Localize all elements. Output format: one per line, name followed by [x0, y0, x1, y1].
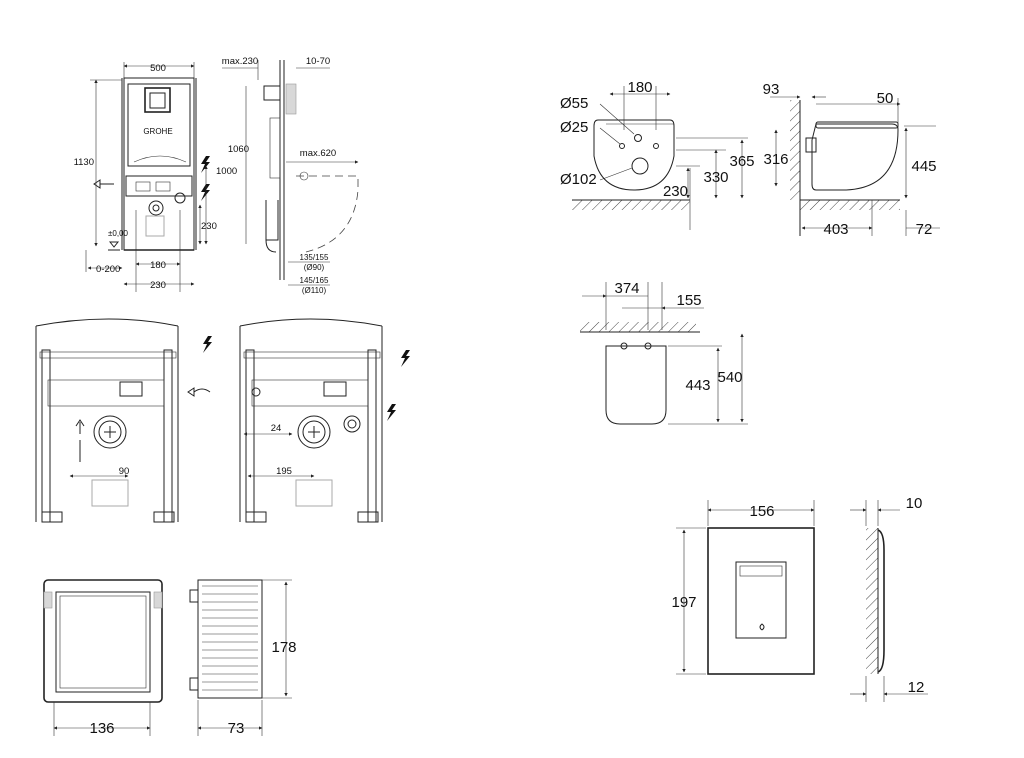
dim-wc-h-330: 330	[703, 169, 728, 186]
water-inlet-icon	[187, 387, 211, 397]
dim-low-height: 230	[201, 221, 217, 232]
dim-wc-top: 50	[877, 90, 894, 107]
flush-plate-side-view: 10 12	[850, 495, 928, 702]
dim-wc-h-365: 365	[729, 153, 754, 170]
electric-bolt-icon	[201, 156, 210, 173]
dim-plate-thickness-bottom: 12	[908, 679, 925, 696]
floor-level-icon	[108, 241, 120, 251]
water-inlet-icon	[93, 179, 114, 189]
dim-wc-top-depth-a: 443	[685, 377, 710, 394]
dim-projection: max.620	[300, 148, 336, 159]
dim-plate-height: 197	[671, 594, 696, 611]
dim-max-depth: max.230	[222, 56, 258, 67]
dim-front-left: 90	[119, 466, 130, 477]
dim-wc-h-230: 230	[663, 183, 688, 200]
access-frame-view: 136	[43, 579, 163, 737]
dim-grille-height: 178	[271, 639, 296, 656]
wc-front-view: 180 Ø55 Ø25 Ø102 230 330 365	[560, 79, 755, 230]
dim-floor-range: 0-200	[96, 264, 120, 275]
frame-front-view-left: 90	[35, 318, 212, 523]
dim-wc-wall: 93	[763, 81, 780, 98]
dim-front-right-b: 195	[276, 466, 292, 477]
installation-frame-side-view: 1060 max.230 10-70 max.620 135/155 (Ø90)…	[222, 56, 359, 295]
wc-side-view: 93 50 316 445 403 72	[763, 81, 940, 238]
dim-height: 1130	[74, 157, 94, 168]
dim-bottom-width: 230	[150, 280, 166, 291]
dim-width: 500	[150, 63, 166, 74]
frame-front-view-right: 24 195	[239, 318, 410, 523]
dim-wc-top-depth-b: 540	[717, 369, 742, 386]
dim-grille-depth: 73	[228, 720, 245, 737]
dim-wc-h-total: 445	[911, 158, 936, 175]
installation-frame-view: GROHE 500 1130 1000 230 ±0,00 0-200	[74, 62, 237, 292]
electric-bolt-icon	[387, 404, 396, 421]
dim-access-width: 136	[89, 720, 114, 737]
dim-plate-width: 156	[749, 503, 774, 520]
electric-bolt-icon	[401, 350, 410, 367]
dim-height2: 1060	[228, 144, 249, 155]
dim-wc-dia-55: Ø55	[560, 95, 588, 112]
flush-plate-front-view: 156 197	[671, 500, 815, 675]
electric-bolt-icon	[201, 184, 210, 201]
dim-wc-depth: 403	[823, 221, 848, 238]
dim-drain-90: 135/155	[300, 253, 329, 262]
dim-floor-zero: ±0,00	[108, 229, 129, 238]
dim-wc-width: 180	[627, 79, 652, 96]
dim-pipe-spacing: 180	[150, 260, 166, 271]
dim-wc-top-width: 155	[676, 292, 701, 309]
electric-bolt-icon	[203, 336, 212, 353]
dim-wc-foot: 72	[916, 221, 933, 238]
dim-wc-dia-102: Ø102	[560, 171, 597, 188]
wc-top-view: 374 155 443 540	[580, 280, 748, 425]
dim-plate-thickness-top: 10	[906, 495, 923, 512]
dim-wc-dia-25: Ø25	[560, 119, 588, 136]
dim-drain-90-dia: (Ø90)	[304, 263, 325, 272]
dim-drain-110-dia: (Ø110)	[302, 286, 327, 295]
brand-logo: GROHE	[143, 127, 172, 136]
dim-wall-range: 10-70	[306, 56, 330, 67]
dim-side-height: 1000	[216, 166, 237, 177]
dim-wc-top-spacing: 374	[614, 280, 639, 297]
dim-wc-h-inner: 316	[763, 151, 788, 168]
dim-drain-110: 145/165	[300, 276, 329, 285]
dim-front-right-a: 24	[271, 423, 282, 434]
access-grille-view: 178 73	[189, 579, 297, 737]
